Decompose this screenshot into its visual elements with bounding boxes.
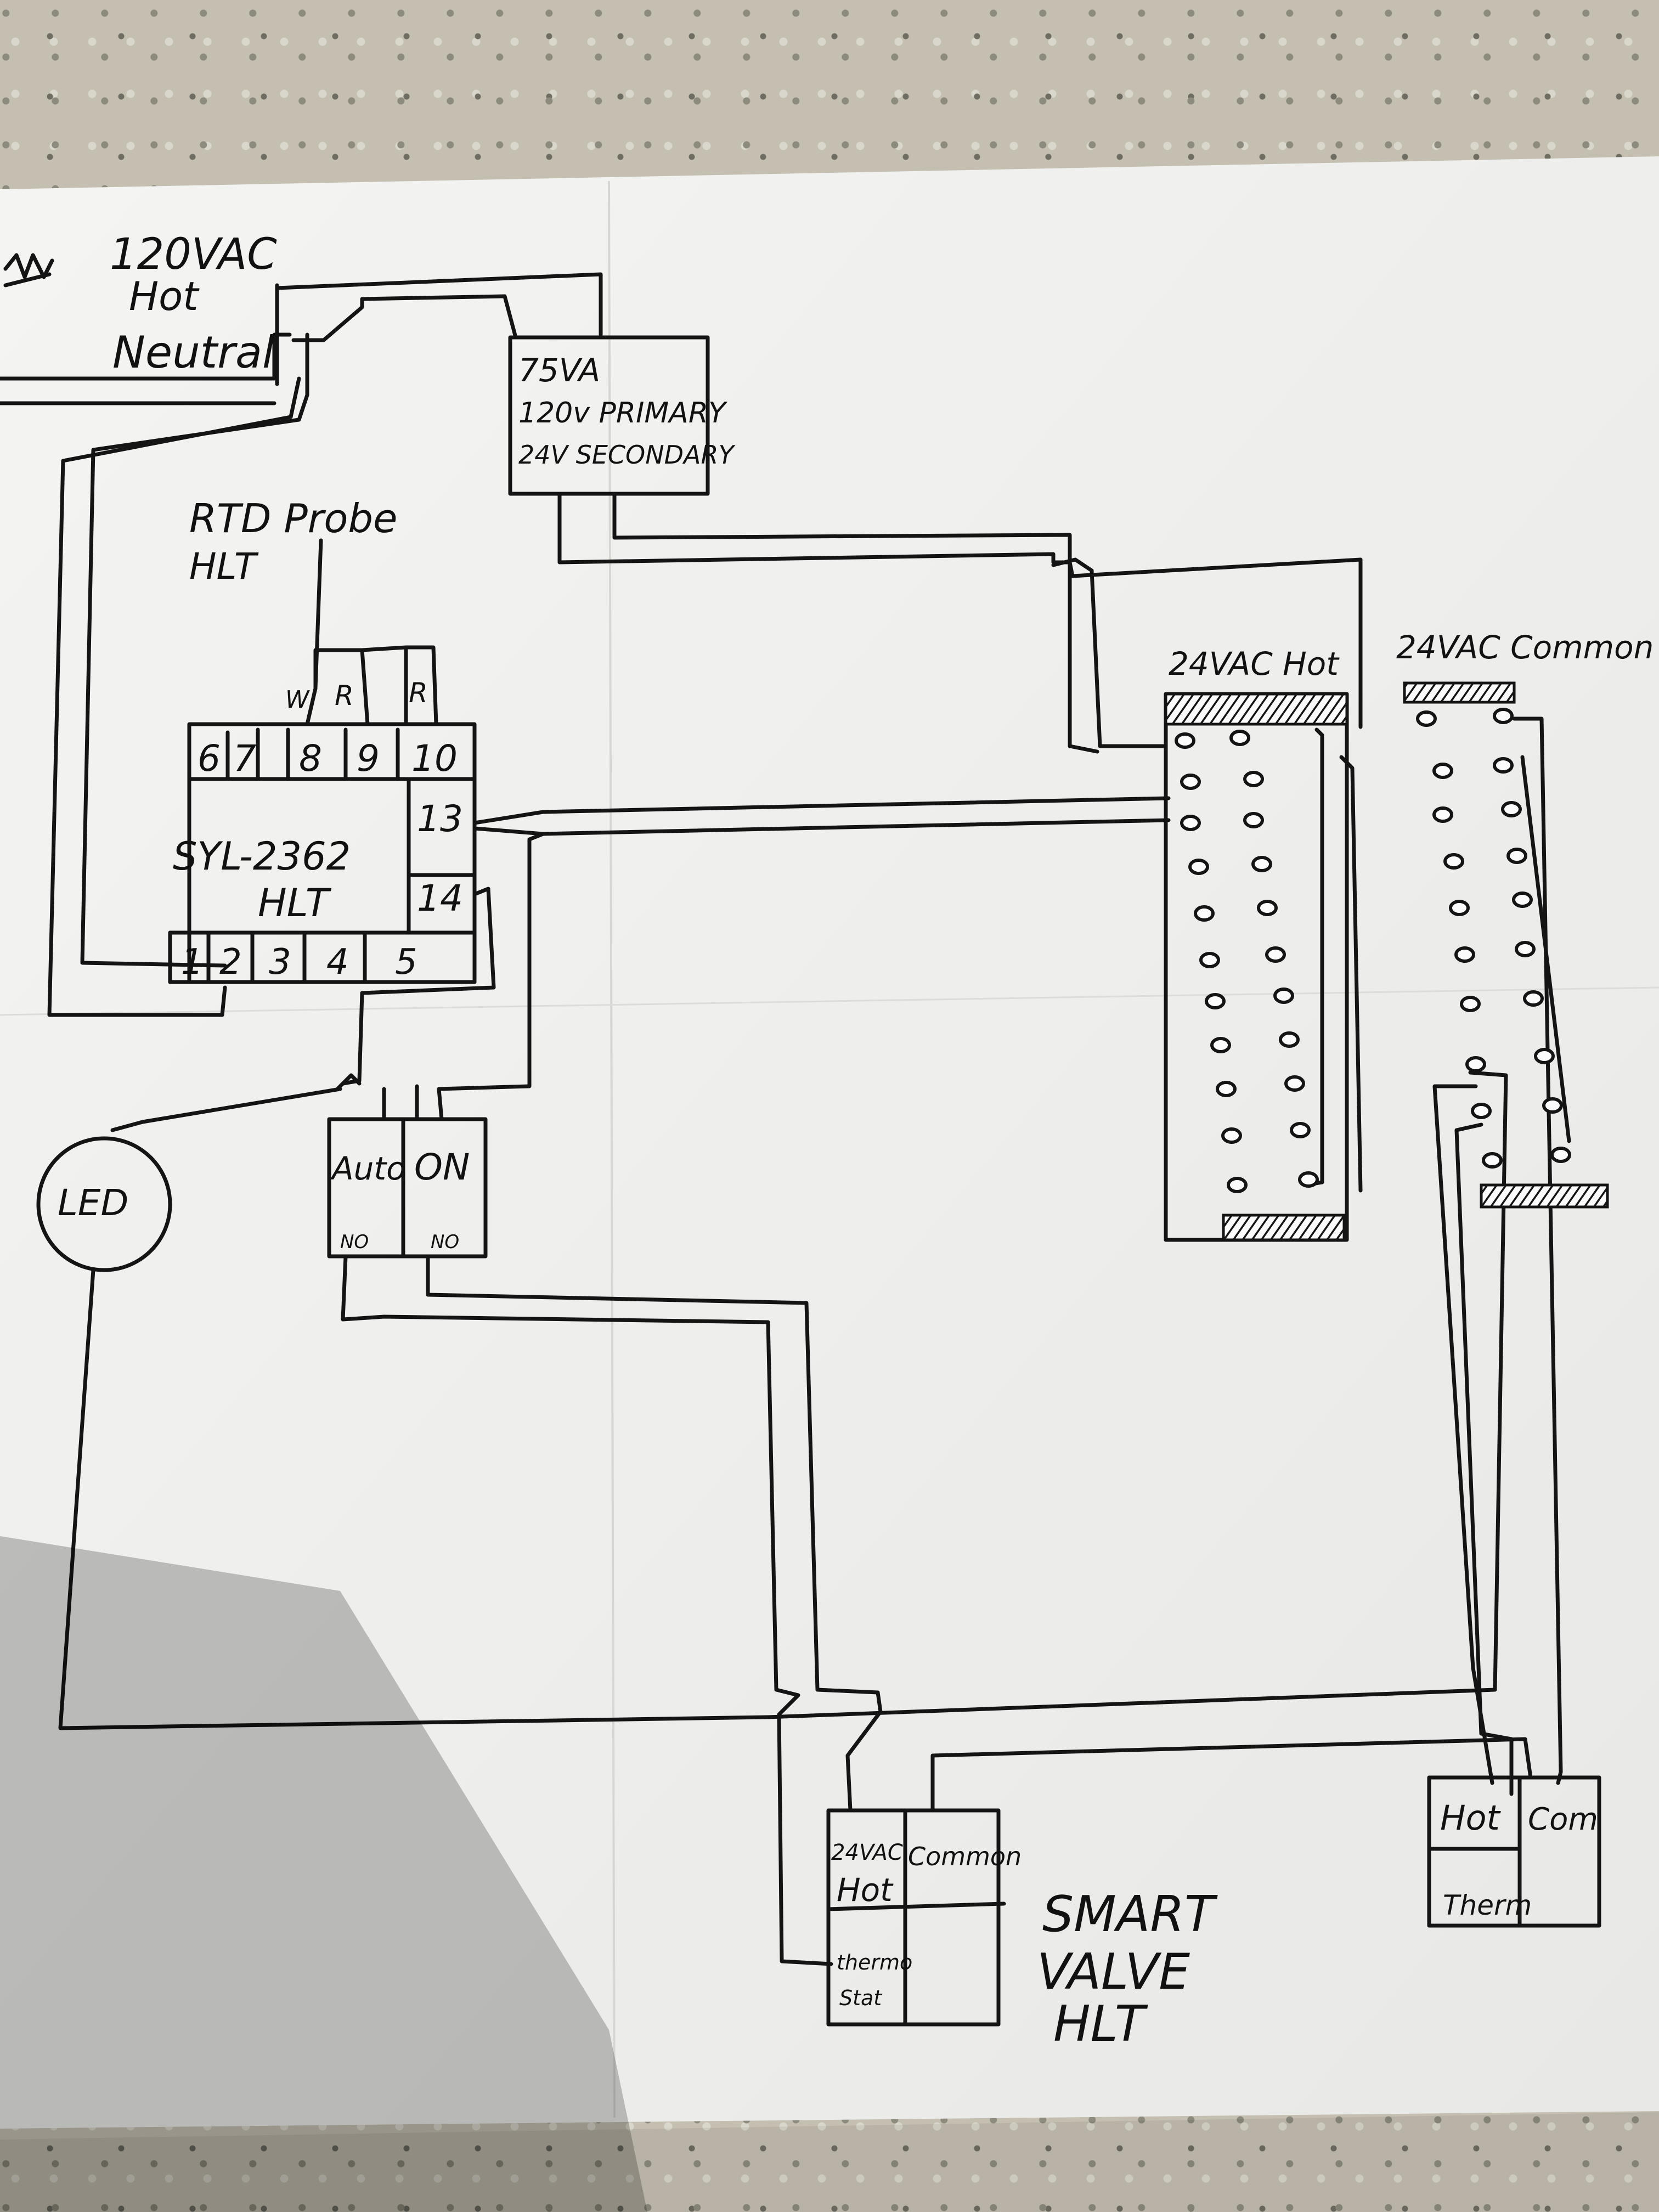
controller-terminal-1: 1 <box>181 942 204 983</box>
controller-terminal-5: 5 <box>395 942 417 983</box>
controller-name: SYL-2362 <box>173 834 351 879</box>
transformer-line1: 75VA <box>518 352 600 389</box>
valve-title: SMART <box>1042 1886 1218 1943</box>
switch-box <box>327 1117 488 1259</box>
probe-wire-r2: R <box>409 677 428 709</box>
paper-sheet <box>0 156 1659 2129</box>
bus-common-end-top <box>1403 681 1516 704</box>
power-title: 120VAC <box>110 230 277 279</box>
probe-wire-r1: R <box>335 680 354 712</box>
valve-title-3: HLT <box>1053 1995 1148 2053</box>
power-neutral-label: Neutral <box>112 327 274 378</box>
valve-thermo-label-2: Stat <box>839 1986 883 2010</box>
transformer-box <box>508 335 710 496</box>
valve-thermo-label: thermo <box>837 1950 912 1974</box>
valve2-therm-label: Therm <box>1443 1889 1532 1921</box>
controller-terminal-14: 14 <box>417 877 463 919</box>
valve-box <box>826 1808 1001 2027</box>
transformer-line2: 120v PRIMARY <box>518 397 728 430</box>
transformer-line3: 24V SECONDARY <box>518 440 736 470</box>
controller-terminal-7: 7 <box>233 737 256 780</box>
controller-terminal-6: 6 <box>198 737 221 780</box>
valve-title-2: VALVE <box>1037 1943 1190 2001</box>
valve2-com-label: Com <box>1528 1802 1598 1837</box>
bus-common-label: 24VAC Common <box>1396 629 1654 666</box>
paper-fold <box>608 180 616 2118</box>
controller-terminal-4: 4 <box>326 942 349 983</box>
bus-hot-end-top <box>1164 692 1348 726</box>
led-label: LED <box>58 1182 128 1224</box>
bus-common-end-bottom <box>1480 1183 1609 1209</box>
bus-hot-terminals <box>1175 730 1319 1193</box>
switch-auto-no: NO <box>340 1231 369 1253</box>
controller-terminal-3: 3 <box>269 942 291 983</box>
controller-terminal-2: 2 <box>219 942 242 983</box>
controller-terminal-13: 13 <box>417 798 463 840</box>
controller-terminal-10: 10 <box>411 737 458 780</box>
valve2-hot-label: Hot <box>1440 1798 1502 1838</box>
probe-label: RTD Probe <box>189 495 397 541</box>
bus-common-terminals <box>1416 708 1571 1169</box>
switch-auto-label: Auto <box>330 1150 406 1187</box>
controller-terminal-8: 8 <box>299 737 322 780</box>
probe-label-hlt: HLT <box>189 545 259 588</box>
controller-name-hlt: HLT <box>258 881 332 926</box>
power-hot-label: Hot <box>129 273 200 319</box>
paper-fold <box>0 986 1659 1016</box>
switch-on-no: NO <box>431 1231 459 1253</box>
bus-hot-end-bottom <box>1222 1214 1346 1242</box>
valve-hot-label: 24VAC <box>831 1840 903 1865</box>
switch-on-label: ON <box>414 1146 470 1188</box>
valve2-box <box>1427 1775 1601 1928</box>
probe-wire-w: W <box>285 686 310 714</box>
led-circle <box>36 1136 172 1272</box>
valve-common-label: Common <box>908 1842 1022 1871</box>
controller-terminal-9: 9 <box>357 737 380 780</box>
bus-hot-label: 24VAC Hot <box>1169 645 1340 682</box>
valve-hot-label-2: Hot <box>837 1871 894 1909</box>
